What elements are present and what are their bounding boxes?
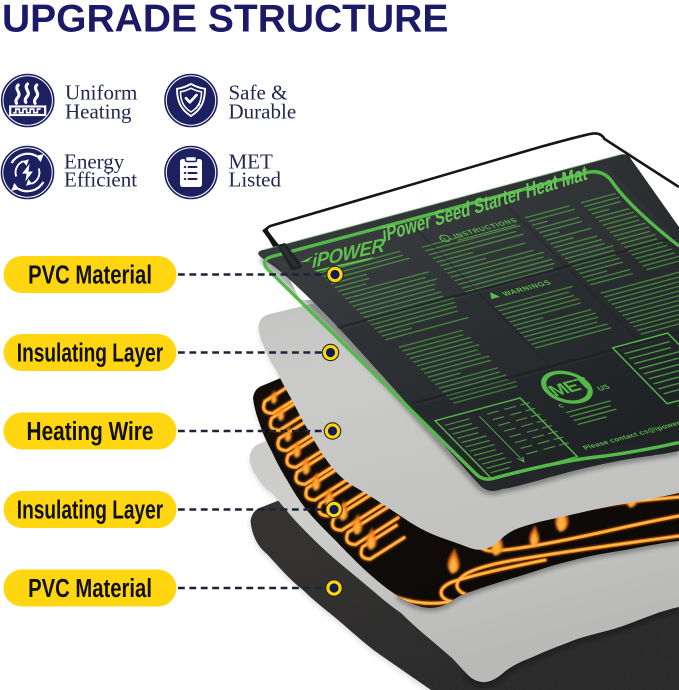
svg-text:US: US xyxy=(595,383,613,392)
svg-text:Insulating Layer: Insulating Layer xyxy=(17,495,164,525)
svg-text:i: i xyxy=(442,237,449,243)
svg-text:UPGRADE STRUCTURE: UPGRADE STRUCTURE xyxy=(2,0,448,41)
svg-text:Heating: Heating xyxy=(65,100,132,124)
svg-text:Safe &: Safe & xyxy=(229,81,288,105)
svg-text:c: c xyxy=(555,402,566,410)
svg-text:Efficient: Efficient xyxy=(64,168,137,192)
svg-text:MET: MET xyxy=(229,150,274,174)
svg-text:PVC Material: PVC Material xyxy=(28,260,152,289)
svg-text:Insulating Layer: Insulating Layer xyxy=(17,338,164,368)
svg-text:PVC Material: PVC Material xyxy=(28,574,152,603)
svg-text:Durable: Durable xyxy=(229,100,297,124)
svg-text:Listed: Listed xyxy=(229,168,282,192)
svg-text:Heating Wire: Heating Wire xyxy=(27,417,154,446)
svg-text:Uniform: Uniform xyxy=(65,81,137,105)
svg-text:Energy: Energy xyxy=(64,150,125,174)
